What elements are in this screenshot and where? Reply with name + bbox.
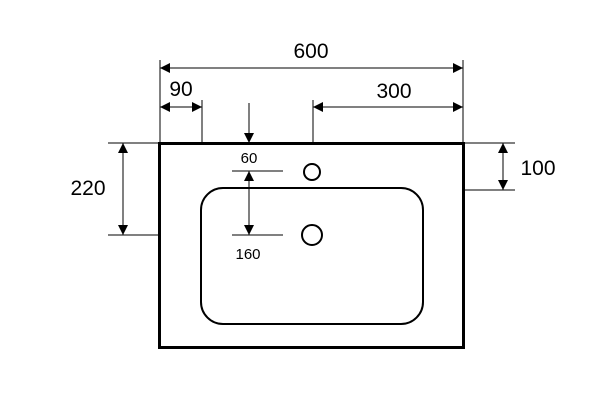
bowl-outline (200, 187, 424, 325)
dimension-label-60: 60 (241, 150, 258, 167)
dimension-label-160: 160 (235, 246, 260, 263)
dimension-label-220: 220 (70, 177, 105, 200)
tap-hole (303, 163, 321, 181)
basin-outline (158, 142, 465, 349)
dimension-label-300: 300 (376, 80, 411, 103)
dimension-label-100: 100 (520, 157, 555, 180)
dimension-label-600: 600 (293, 40, 328, 63)
dimension-label-90: 90 (169, 78, 192, 101)
drain-hole (301, 224, 323, 246)
